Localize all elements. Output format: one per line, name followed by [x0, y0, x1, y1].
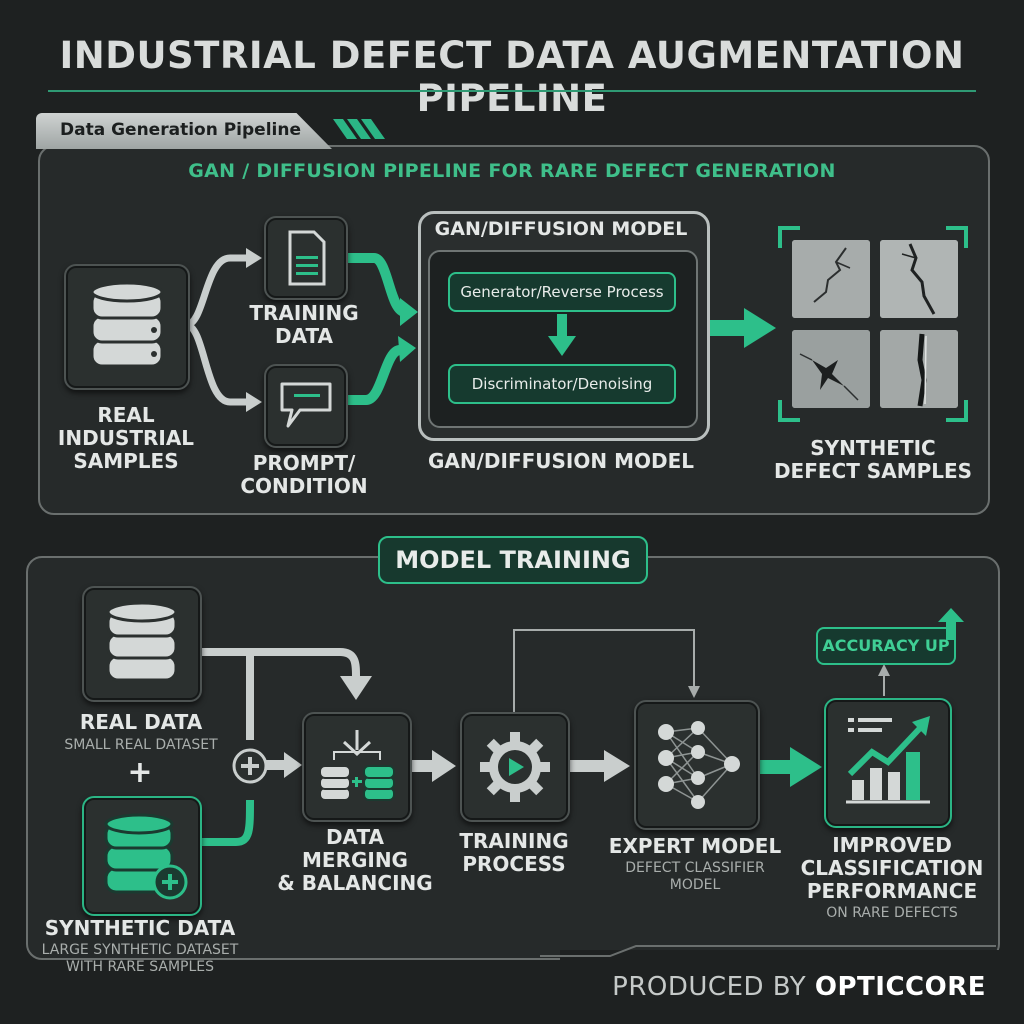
- real-data-icon-box: [82, 586, 202, 702]
- panel-notch-border: [540, 945, 996, 957]
- merging-label: DATA MERGING & BALANCING: [277, 825, 433, 895]
- down-arrow-icon: [548, 314, 576, 356]
- expert-model-icon-box: [634, 700, 760, 830]
- model-training-tab: MODEL TRAINING: [378, 536, 648, 584]
- discriminator-stage: Discriminator/Denoising: [448, 364, 676, 404]
- database-icon: [90, 281, 164, 368]
- data-generation-tab: [36, 113, 332, 149]
- training-process-label: TRAINING PROCESS: [459, 829, 569, 876]
- training-process-icon-box: [460, 712, 570, 822]
- prompt-icon-box: [264, 364, 348, 448]
- database-plus-icon: [104, 813, 188, 900]
- improved-performance-label: IMPROVED CLASSIFICATION PERFORMANCE: [800, 833, 984, 903]
- defect-sample-crack-2: [880, 240, 958, 318]
- title-underline: [48, 90, 976, 92]
- generator-stage: Generator/Reverse Process: [448, 272, 676, 312]
- model-caption: GAN/DIFFUSION MODEL: [427, 449, 694, 473]
- chat-bubble-icon: [280, 382, 332, 428]
- merge-databases-icon: [319, 730, 395, 801]
- footer-credit: PRODUCED BY OPTICCORE: [612, 972, 986, 1002]
- page-title: INDUSTRIAL DEFECT DATA AUGMENTATION PIPE…: [59, 34, 965, 120]
- accuracy-up-badge: ACCURACY UP: [816, 627, 956, 665]
- up-arrow-icon: [938, 608, 964, 640]
- crack-texture-icon: [880, 240, 958, 318]
- real-data-label: REAL DATA: [79, 710, 203, 734]
- real-data-sub: SMALL REAL DATASET: [64, 737, 218, 753]
- defect-sample-pit: [792, 330, 870, 408]
- growth-chart-icon: [846, 716, 930, 804]
- synthetic-data-icon-box: [82, 796, 202, 916]
- real-samples-label: REAL INDUSTRIAL SAMPLES: [57, 403, 195, 473]
- training-data-label: TRAINING DATA: [249, 301, 359, 348]
- improved-performance-icon-box: [824, 698, 952, 828]
- expert-model-label: EXPERT MODEL: [608, 834, 782, 858]
- defect-sample-crack-1: [792, 240, 870, 318]
- plus-sign: +: [127, 755, 153, 790]
- synthetic-data-sub: LARGE SYNTHETIC DATASET WITH RARE SAMPLE…: [41, 942, 239, 975]
- real-samples-icon-box: [64, 264, 190, 390]
- synthetic-data-label: SYNTHETIC DATA: [44, 916, 236, 940]
- pipeline-heading: GAN / DIFFUSION PIPELINE FOR RARE DEFECT…: [188, 160, 836, 182]
- neural-network-icon: [658, 721, 740, 809]
- synthetic-samples-grid: [778, 226, 968, 422]
- model-title: GAN/DIFFUSION MODEL: [434, 218, 688, 240]
- expert-model-sub: DEFECT CLASSIFIER MODEL: [625, 860, 765, 893]
- pit-texture-icon: [792, 330, 870, 408]
- panel-notch: [560, 950, 1000, 1010]
- plus-circle-icon: [232, 748, 268, 784]
- gear-play-icon: [480, 732, 550, 802]
- scratch-texture-icon: [880, 330, 958, 408]
- merging-icon-box: [302, 712, 412, 822]
- training-data-icon-box: [264, 216, 348, 300]
- crack-texture-icon: [792, 240, 870, 318]
- improved-performance-sub: ON RARE DEFECTS: [826, 905, 958, 921]
- defect-sample-scratch: [880, 330, 958, 408]
- database-icon: [106, 601, 178, 682]
- grid-corner-brackets: [778, 226, 968, 422]
- synthetic-samples-label: SYNTHETIC DEFECT SAMPLES: [773, 436, 973, 483]
- document-icon: [288, 230, 326, 286]
- prompt-label: PROMPT/ CONDITION: [240, 451, 368, 498]
- data-generation-tab-label: Data Generation Pipeline: [60, 120, 301, 140]
